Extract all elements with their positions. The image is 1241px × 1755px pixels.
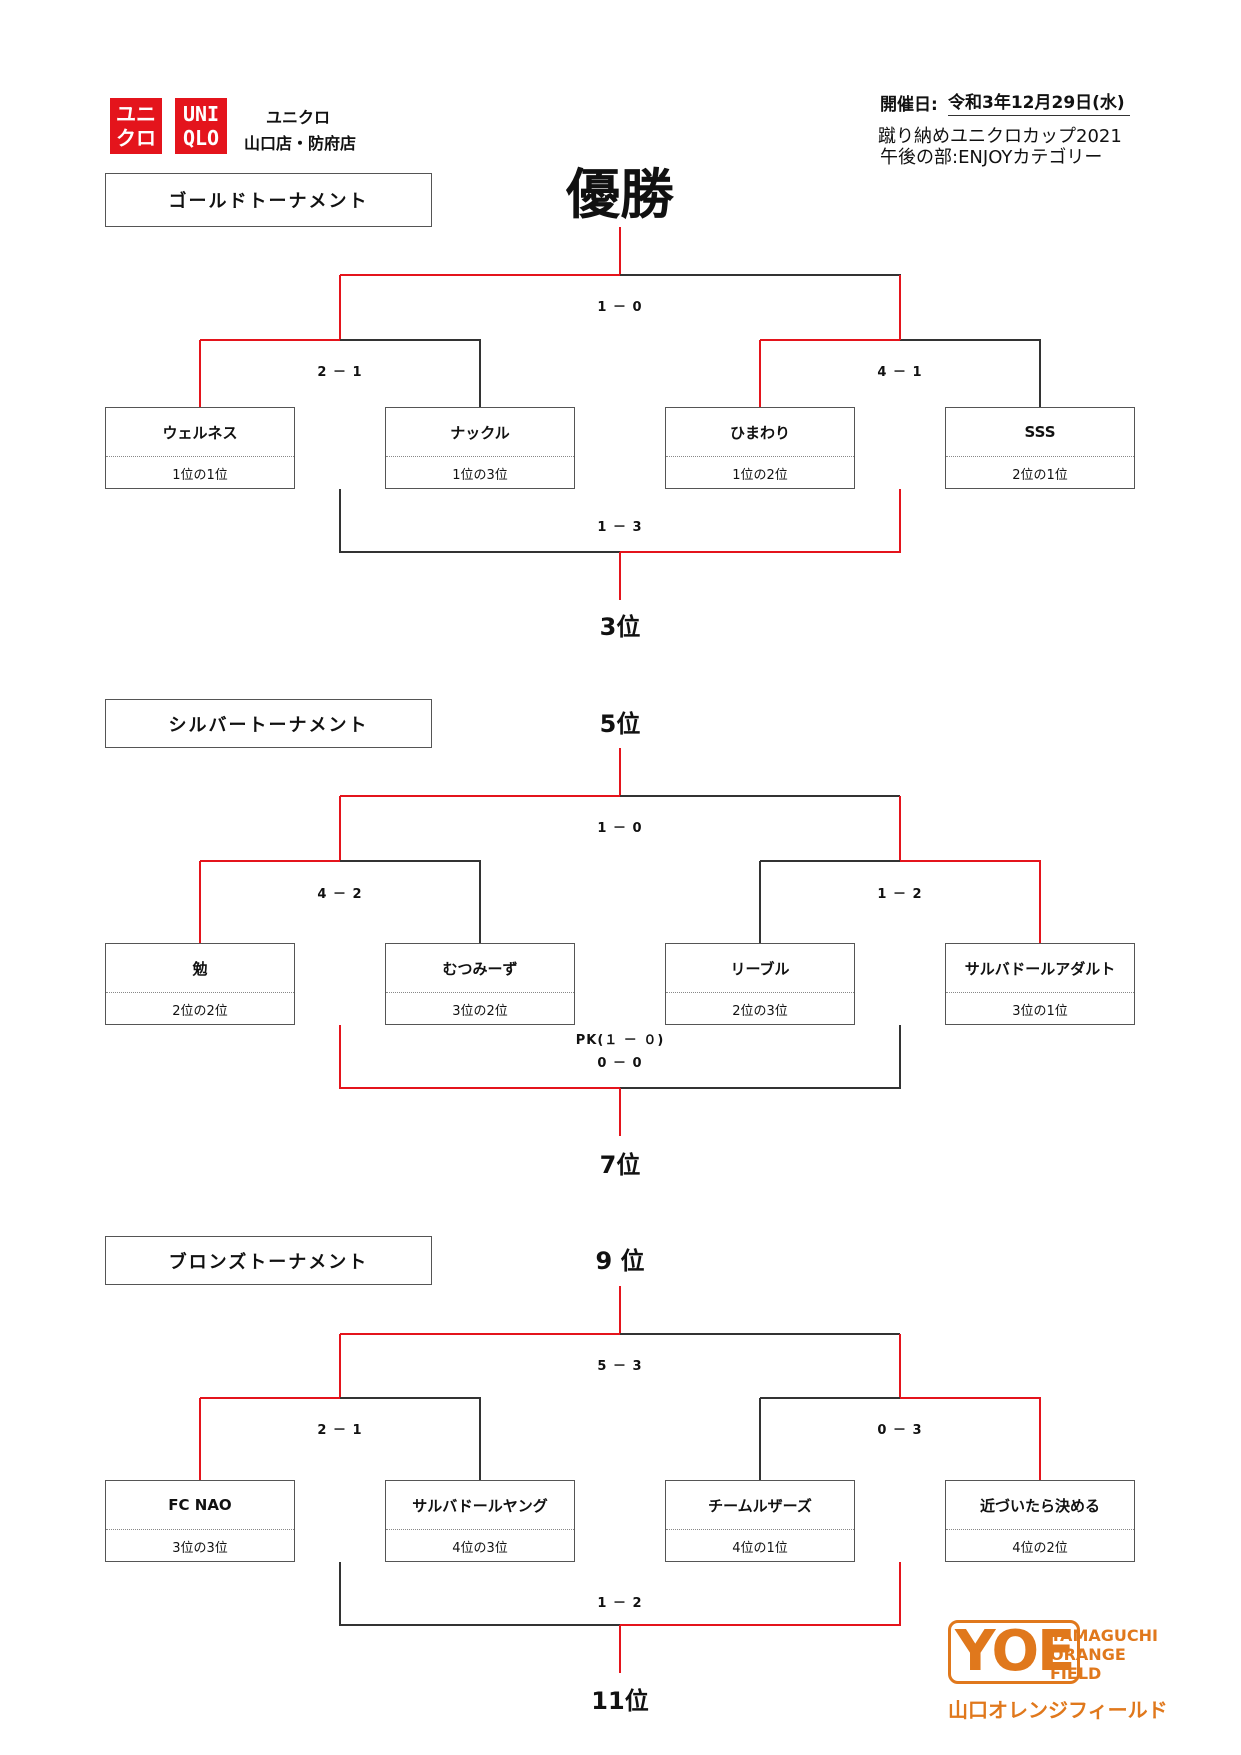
silver-fifth-place-label: 5位 (599, 710, 641, 738)
date-value: 令和3年12月29日(水) (948, 88, 1130, 116)
silver-semi-right-score: 1 － 2 (877, 887, 923, 902)
silver-semi-left-score: 4 － 2 (317, 887, 363, 902)
silver-team-2: むつみーず 3位の2位 (385, 943, 575, 1025)
uniqlo-logo-katakana: ユニ クロ (110, 98, 162, 154)
gold-third-score: 1 － 3 (597, 520, 643, 535)
event-name: 蹴り納めユニクロカップ2021 (878, 126, 1122, 147)
silver-tournament-title: シルバートーナメント (105, 699, 432, 748)
yoe-logo-japanese: 山口オレンジフィールド (948, 1698, 1168, 1722)
gold-final-score: 1 － 0 (597, 300, 643, 315)
team-name: ナックル (386, 408, 574, 457)
bronze-third-score: 1 － 2 (597, 1596, 643, 1611)
yoe-line3: FIELD (1050, 1664, 1102, 1683)
store-branch: 山口店・防府店 (244, 134, 357, 153)
team-rank: 3位の1位 (1012, 1003, 1068, 1019)
team-name: ひまわり (666, 408, 854, 457)
silver-bracket-lines (199, 748, 1041, 1136)
bronze-team-3: チームルザーズ 4位の1位 (665, 1480, 855, 1562)
logo-katakana-text: ユニ クロ (116, 102, 156, 150)
team-name: リーブル (666, 944, 854, 993)
silver-team-3: リーブル 2位の3位 (665, 943, 855, 1025)
team-name: チームルザーズ (666, 1481, 854, 1530)
team-rank: 1位の2位 (732, 467, 788, 483)
team-name: 勉 (106, 944, 294, 993)
bronze-eleventh-place-label: 11位 (591, 1687, 649, 1715)
team-name: FC NAO (106, 1481, 294, 1530)
team-name: サルバドールアダルト (946, 944, 1134, 993)
team-name: ウェルネス (106, 408, 294, 457)
team-rank: 1位の1位 (172, 467, 228, 483)
team-rank: 4位の2位 (1012, 1540, 1068, 1556)
silver-final-score: 1 － 0 (597, 821, 643, 836)
gold-semi-right-score: 4 － 1 (877, 365, 923, 380)
team-rank: 1位の3位 (452, 467, 508, 483)
bronze-tournament-title: ブロンズトーナメント (105, 1236, 432, 1285)
gold-semi-left-score: 2 － 1 (317, 365, 363, 380)
gold-team-2: ナックル 1位の3位 (385, 407, 575, 489)
team-name: 近づいたら決める (946, 1481, 1134, 1530)
team-name: むつみーず (386, 944, 574, 993)
bronze-team-1: FC NAO 3位の3位 (105, 1480, 295, 1562)
gold-third-place-label: 3位 (599, 613, 641, 641)
bronze-semi-left-score: 2 － 1 (317, 1423, 363, 1438)
gold-team-4: SSS 2位の1位 (945, 407, 1135, 489)
silver-team-1: 勉 2位の2位 (105, 943, 295, 1025)
team-name: SSS (946, 408, 1134, 457)
logo-qlo-text: QLO (182, 126, 220, 150)
team-rank: 3位の3位 (172, 1540, 228, 1556)
uniqlo-logo-latin: UNI QLO (175, 98, 227, 154)
logo-uni-text: UNI (182, 102, 220, 126)
silver-team-4: サルバドールアダルト 3位の1位 (945, 943, 1135, 1025)
bronze-semi-right-score: 0 － 3 (877, 1423, 923, 1438)
yoe-line2: ORANGE (1050, 1645, 1126, 1664)
date-label: 開催日: (880, 95, 938, 115)
event-division: 午後の部:ENJOYカテゴリー (880, 147, 1103, 168)
gold-champion-label: 優勝 (566, 163, 674, 226)
silver-third-pk: PK(１ － ０) (575, 1033, 665, 1048)
yoe-logo-mark: YOE (948, 1620, 1081, 1684)
team-rank: 4位の1位 (732, 1540, 788, 1556)
team-name: サルバドールヤング (386, 1481, 574, 1530)
bronze-team-4: 近づいたら決める 4位の2位 (945, 1480, 1135, 1562)
bronze-ninth-place-label: 9 位 (595, 1247, 645, 1275)
team-rank: 2位の2位 (172, 1003, 228, 1019)
team-rank: 2位の1位 (1012, 467, 1068, 483)
silver-seventh-place-label: 7位 (599, 1151, 641, 1179)
bronze-team-2: サルバドールヤング 4位の3位 (385, 1480, 575, 1562)
gold-team-3: ひまわり 1位の2位 (665, 407, 855, 489)
store-name: ユニクロ (266, 108, 331, 127)
team-rank: 3位の2位 (452, 1003, 508, 1019)
team-rank: 2位の3位 (732, 1003, 788, 1019)
bronze-bracket-lines (199, 1286, 1041, 1673)
yoe-line1: YAMAGUCHI (1050, 1626, 1158, 1645)
yoe-logo-text: YAMAGUCHI ORANGE FIELD (1050, 1626, 1158, 1683)
silver-third-score: 0 － 0 (597, 1056, 643, 1071)
bronze-final-score: 5 － 3 (597, 1359, 643, 1374)
gold-bracket-lines (199, 227, 1041, 600)
gold-tournament-title: ゴールドトーナメント (105, 173, 432, 227)
team-rank: 4位の3位 (452, 1540, 508, 1556)
gold-team-1: ウェルネス 1位の1位 (105, 407, 295, 489)
